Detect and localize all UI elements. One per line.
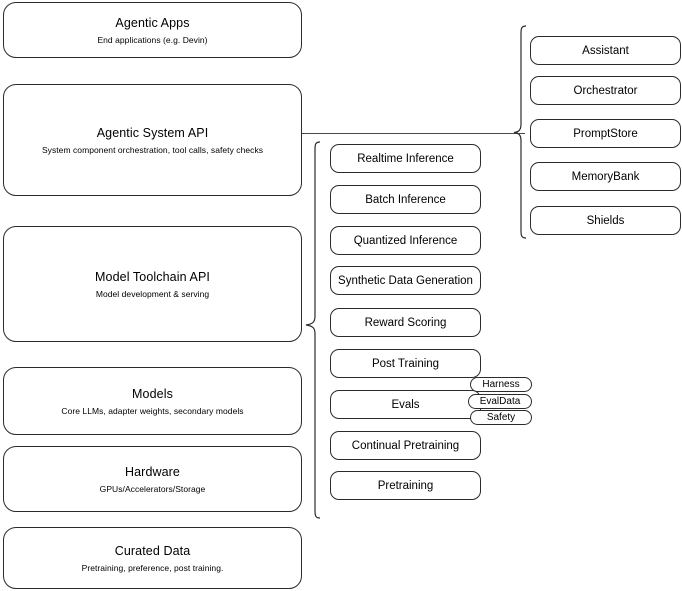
evals-pill-safety[interactable]: Safety [470, 410, 532, 425]
layer-title: Model Toolchain API [95, 269, 210, 284]
evals-pill-label: Safety [486, 411, 516, 423]
toolchain-box-realtime-inference[interactable]: Realtime Inference [330, 144, 481, 173]
brace-toolchain-components [305, 141, 321, 519]
component-label: Assistant [582, 44, 629, 57]
layer-subtitle: System component orchestration, tool cal… [41, 144, 264, 155]
toolchain-label: Evals [391, 398, 420, 411]
toolchain-label: Continual Pretraining [351, 439, 460, 452]
component-box-assistant[interactable]: Assistant [530, 36, 681, 65]
toolchain-label: Realtime Inference [357, 152, 454, 165]
layer-subtitle: End applications (e.g. Devin) [97, 34, 208, 45]
layer-subtitle: Model development & serving [95, 288, 210, 299]
toolchain-box-post-training[interactable]: Post Training [330, 349, 481, 378]
component-label: MemoryBank [571, 170, 640, 183]
layer-box-curated-data[interactable]: Curated Data Pretraining, preference, po… [3, 527, 302, 589]
toolchain-label: Pretraining [377, 479, 434, 492]
layer-subtitle: Pretraining, preference, post training. [81, 562, 224, 573]
layer-title: Models [132, 386, 173, 401]
layer-title: Hardware [125, 464, 180, 479]
layer-box-hardware[interactable]: Hardware GPUs/Accelerators/Storage [3, 446, 302, 512]
layer-title: Agentic System API [96, 125, 209, 140]
toolchain-box-pretraining[interactable]: Pretraining [330, 471, 481, 500]
layer-box-models[interactable]: Models Core LLMs, adapter weights, secon… [3, 367, 302, 435]
component-box-promptstore[interactable]: PromptStore [530, 119, 681, 148]
component-box-orchestrator[interactable]: Orchestrator [530, 76, 681, 105]
evals-pill-harness[interactable]: Harness [470, 377, 532, 392]
layer-title: Curated Data [114, 543, 191, 558]
layer-box-model-toolchain-api[interactable]: Model Toolchain API Model development & … [3, 226, 302, 342]
component-label: PromptStore [573, 127, 638, 140]
toolchain-label: Reward Scoring [364, 316, 447, 329]
component-box-memorybank[interactable]: MemoryBank [530, 162, 681, 191]
layer-box-agentic-apps[interactable]: Agentic Apps End applications (e.g. Devi… [3, 2, 302, 58]
toolchain-box-synthetic-data-generation[interactable]: Synthetic Data Generation [330, 266, 481, 295]
brace-system-components [513, 25, 527, 239]
toolchain-label: Synthetic Data Generation [338, 274, 473, 287]
toolchain-label: Post Training [371, 357, 440, 370]
component-label: Shields [586, 214, 625, 227]
component-label: Orchestrator [573, 84, 638, 97]
evals-pill-label: Harness [482, 378, 520, 390]
toolchain-box-continual-pretraining[interactable]: Continual Pretraining [330, 431, 481, 460]
toolchain-box-evals[interactable]: Evals [330, 390, 481, 419]
toolchain-label: Quantized Inference [353, 234, 458, 247]
toolchain-label: Batch Inference [365, 193, 446, 206]
evals-pill-evaldata[interactable]: EvalData [468, 394, 532, 409]
toolchain-box-reward-scoring[interactable]: Reward Scoring [330, 308, 481, 337]
component-box-shields[interactable]: Shields [530, 206, 681, 235]
layer-box-agentic-system-api[interactable]: Agentic System API System component orch… [3, 84, 302, 196]
layer-subtitle: GPUs/Accelerators/Storage [99, 483, 206, 494]
toolchain-box-batch-inference[interactable]: Batch Inference [330, 185, 481, 214]
layer-subtitle: Core LLMs, adapter weights, secondary mo… [61, 405, 244, 416]
layer-title: Agentic Apps [115, 15, 190, 30]
evals-pill-label: EvalData [479, 395, 521, 407]
connector-system-api-to-components [302, 133, 525, 134]
toolchain-box-quantized-inference[interactable]: Quantized Inference [330, 226, 481, 255]
